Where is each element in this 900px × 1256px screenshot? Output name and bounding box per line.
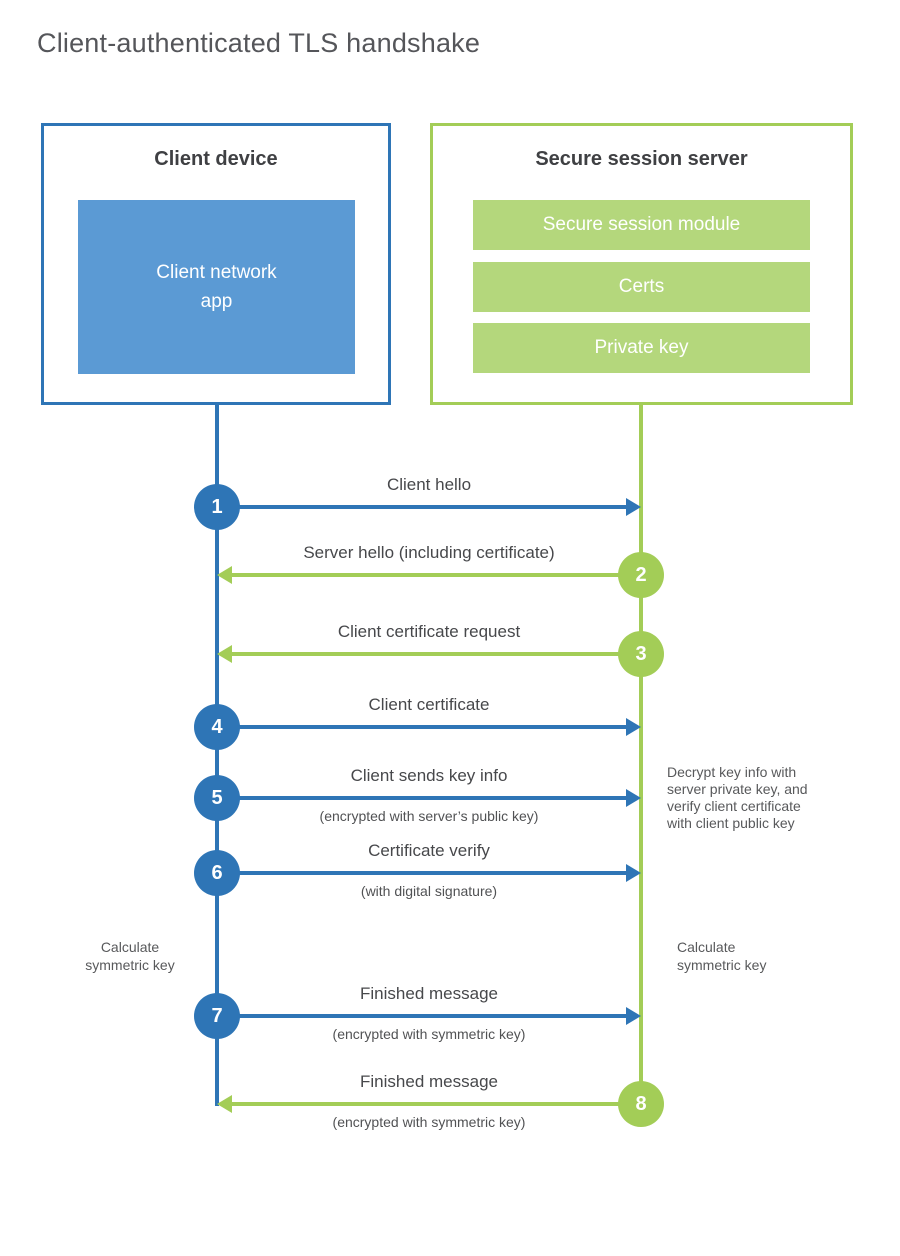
step-circle: 8 — [618, 1081, 664, 1127]
step-circle: 3 — [618, 631, 664, 677]
client-device-title: Client device — [154, 148, 278, 170]
arrow-head-right-icon — [626, 864, 641, 882]
step-circle: 7 — [194, 993, 240, 1039]
step-circle: 1 — [194, 484, 240, 530]
message-sublabel: (encrypted with server’s public key) — [319, 808, 539, 824]
client-device-box: Client device Client network app — [41, 123, 391, 405]
message-arrow — [217, 725, 628, 729]
message-label: Client hello — [386, 475, 472, 494]
server-title: Secure session server — [535, 148, 748, 170]
note-calculate-symmetric-key-server: Calculate symmetric key — [677, 939, 767, 973]
step-circle: 6 — [194, 850, 240, 896]
message-label: Server hello (including certificate) — [303, 543, 555, 562]
note-calculate-symmetric-key-client: Calculate symmetric key — [85, 939, 175, 973]
message-label: Client certificate — [368, 695, 490, 714]
arrow-head-right-icon — [626, 718, 641, 736]
arrow-head-left-icon — [217, 645, 232, 663]
message-arrow — [230, 1102, 641, 1106]
server-module-bar: Secure session module — [473, 200, 810, 250]
message-sublabel: (encrypted with symmetric key) — [332, 1114, 526, 1130]
message-label: Client sends key info — [350, 766, 508, 785]
step-circle: 5 — [194, 775, 240, 821]
arrow-head-left-icon — [217, 566, 232, 584]
server-module-bar: Certs — [473, 262, 810, 312]
secure-session-server-box: Secure session server Secure session mod… — [430, 123, 853, 405]
server-module-bar: Private key — [473, 323, 810, 373]
arrow-head-right-icon — [626, 789, 641, 807]
message-arrow — [217, 796, 628, 800]
arrow-head-right-icon — [626, 498, 641, 516]
message-label: Finished message — [360, 1072, 498, 1091]
message-arrow — [230, 652, 641, 656]
message-arrow — [217, 505, 628, 509]
message-label: Certificate verify — [368, 841, 490, 860]
message-sublabel: (with digital signature) — [360, 883, 498, 899]
client-network-app-box: Client network app — [78, 200, 355, 374]
arrow-head-left-icon — [217, 1095, 232, 1113]
message-sublabel: (encrypted with symmetric key) — [332, 1026, 526, 1042]
message-label: Finished message — [360, 984, 498, 1003]
message-arrow — [217, 871, 628, 875]
arrow-head-right-icon — [626, 1007, 641, 1025]
message-arrow — [230, 573, 641, 577]
message-arrow — [217, 1014, 628, 1018]
message-label: Client certificate request — [337, 622, 521, 641]
server-lifeline — [639, 402, 643, 1104]
page-title: Client-authenticated TLS handshake — [37, 28, 481, 58]
client-lifeline — [215, 402, 219, 1106]
step-circle: 2 — [618, 552, 664, 598]
step-circle: 4 — [194, 704, 240, 750]
note-decrypt-key-info: Decrypt key info with server private key… — [667, 764, 808, 831]
